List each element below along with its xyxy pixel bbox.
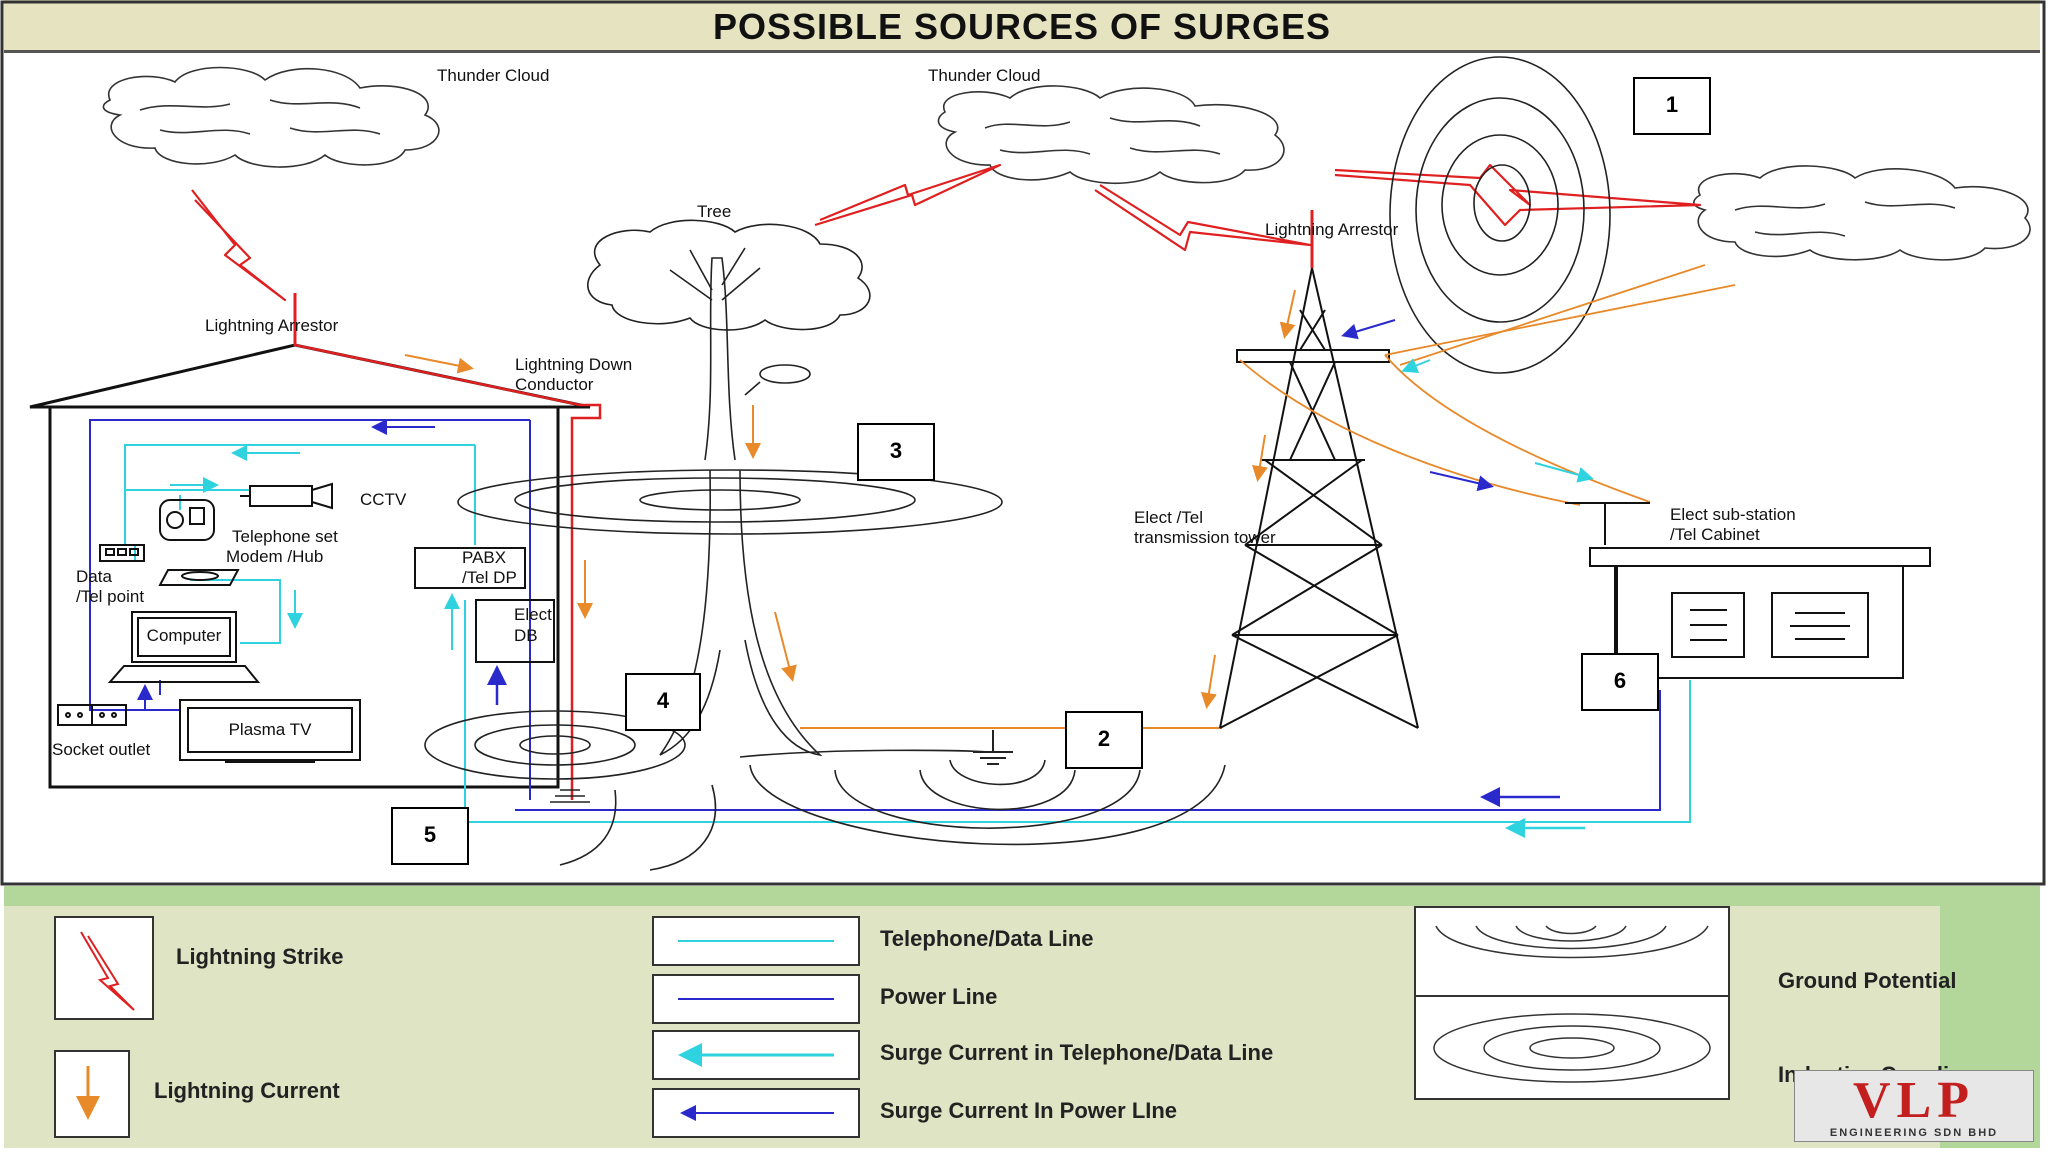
- label-tel-point: /Tel point: [76, 587, 145, 606]
- label-socket-outlet: Socket outlet: [52, 740, 151, 759]
- page-title: POSSIBLE SOURCES OF SURGES: [4, 0, 2040, 53]
- label-db: DB: [514, 626, 538, 645]
- label-modem-hub: Modem /Hub: [226, 547, 324, 566]
- thunder-cloud-left: [102, 66, 440, 168]
- lightning-strikes: [191, 163, 1702, 302]
- label-thunder-cloud-middle: Thunder Cloud: [928, 66, 1041, 85]
- modem-hub-icon: [158, 569, 240, 586]
- legend-surge-tel-swatch: [652, 1030, 860, 1080]
- ground-potential-icon: [1416, 925, 1728, 1083]
- pabx-tel-dp-box: [414, 547, 526, 589]
- overhead-lines: [1239, 264, 1736, 506]
- ground-potential-house: [424, 710, 686, 803]
- ground-symbol: [973, 730, 1013, 765]
- label-tel-dp: /Tel DP: [462, 568, 517, 587]
- legend: Lightning Strike Lightning Current Telep…: [4, 906, 2040, 1148]
- numbered-box-6: 6: [1613, 668, 1627, 693]
- tree: [587, 219, 871, 757]
- legend-top-band: [4, 886, 2040, 906]
- label-pabx: PABX: [462, 548, 507, 567]
- legend-telephone-line-label: Telephone/Data Line: [880, 926, 1094, 951]
- inductive-coupling-tree: [457, 469, 1003, 535]
- label-substation-1: Elect sub-station: [1670, 505, 1796, 524]
- computer-icon: [107, 611, 261, 683]
- diagram-border: [0, 0, 2046, 886]
- numbered-box-4: 4: [656, 688, 670, 713]
- label-thunder-cloud-left: Thunder Cloud: [437, 66, 550, 85]
- label-down-conductor-1: Lightning Down: [515, 355, 633, 374]
- legend-ground-inductive-swatch: [1414, 906, 1730, 1100]
- label-cctv: CCTV: [360, 490, 407, 509]
- legend-power-line-label: Power Line: [880, 984, 998, 1009]
- legend-surge-power-swatch: [652, 1088, 860, 1138]
- label-tower-2: transmission tower: [1134, 528, 1276, 547]
- label-tower-1: Elect /Tel: [1134, 508, 1203, 527]
- transmission-tower: [1219, 267, 1419, 729]
- label-down-conductor-2: Conductor: [515, 375, 594, 394]
- socket-outlet-icon: [57, 704, 127, 726]
- numbered-box-2: 2: [1097, 726, 1111, 751]
- label-elect: Elect: [514, 605, 552, 624]
- elect-db-box: [475, 599, 555, 663]
- legend-surge-power-label: Surge Current In Power LIne: [880, 1098, 1178, 1123]
- legend-telephone-line-swatch: [652, 916, 860, 966]
- numbered-box-1: 1: [1665, 92, 1679, 117]
- legend-lightning-strike-swatch: [54, 916, 154, 1020]
- legend-ground-potential-label: Ground Potential: [1778, 968, 1957, 993]
- label-lightning-arrestor-tower: Lightning Arrestor: [1265, 220, 1399, 239]
- label-computer: Computer: [146, 626, 222, 645]
- vlp-logo: VLP ENGINEERING SDN BHD: [1794, 1070, 2034, 1142]
- legend-power-line-swatch: [652, 974, 860, 1024]
- numbered-box-3: 3: [889, 438, 903, 463]
- telephone-set-icon: [159, 499, 215, 541]
- label-data: Data: [76, 567, 112, 586]
- plasma-tv-icon: [179, 699, 361, 763]
- numbered-box-outlines: [391, 77, 1711, 865]
- thunder-cloud-right: [1693, 165, 2031, 261]
- label-telephone-set: Telephone set: [232, 527, 338, 546]
- label-plasma-tv: Plasma TV: [228, 720, 312, 739]
- logo-name: VLP: [1853, 1072, 1975, 1129]
- numbered-box-5: 5: [423, 822, 437, 847]
- legend-lightning-current-label: Lightning Current: [154, 1078, 340, 1103]
- cctv-camera-icon: [240, 482, 333, 510]
- legend-lightning-strike-label: Lightning Strike: [176, 944, 344, 969]
- inductive-coupling-tower: [1389, 56, 1611, 374]
- label-tree: Tree: [697, 202, 732, 221]
- legend-lightning-current-swatch: [54, 1050, 130, 1138]
- lightning-strike-icon: [80, 931, 135, 1011]
- ground-potential-arcs: [739, 749, 1226, 846]
- lightning-down-conductor: [294, 343, 602, 800]
- data-tel-point-icon: [99, 544, 145, 562]
- legend-surge-tel-label: Surge Current in Telephone/Data Line: [880, 1040, 1274, 1065]
- lightning-current-icon: [76, 1066, 100, 1120]
- thunder-cloud-middle: [937, 85, 1285, 185]
- logo-subtitle: ENGINEERING SDN BHD: [1829, 1127, 1999, 1139]
- label-lightning-arrestor-house: Lightning Arrestor: [205, 316, 339, 335]
- surge-diagram: [0, 0, 2046, 886]
- label-substation-2: /Tel Cabinet: [1670, 525, 1760, 544]
